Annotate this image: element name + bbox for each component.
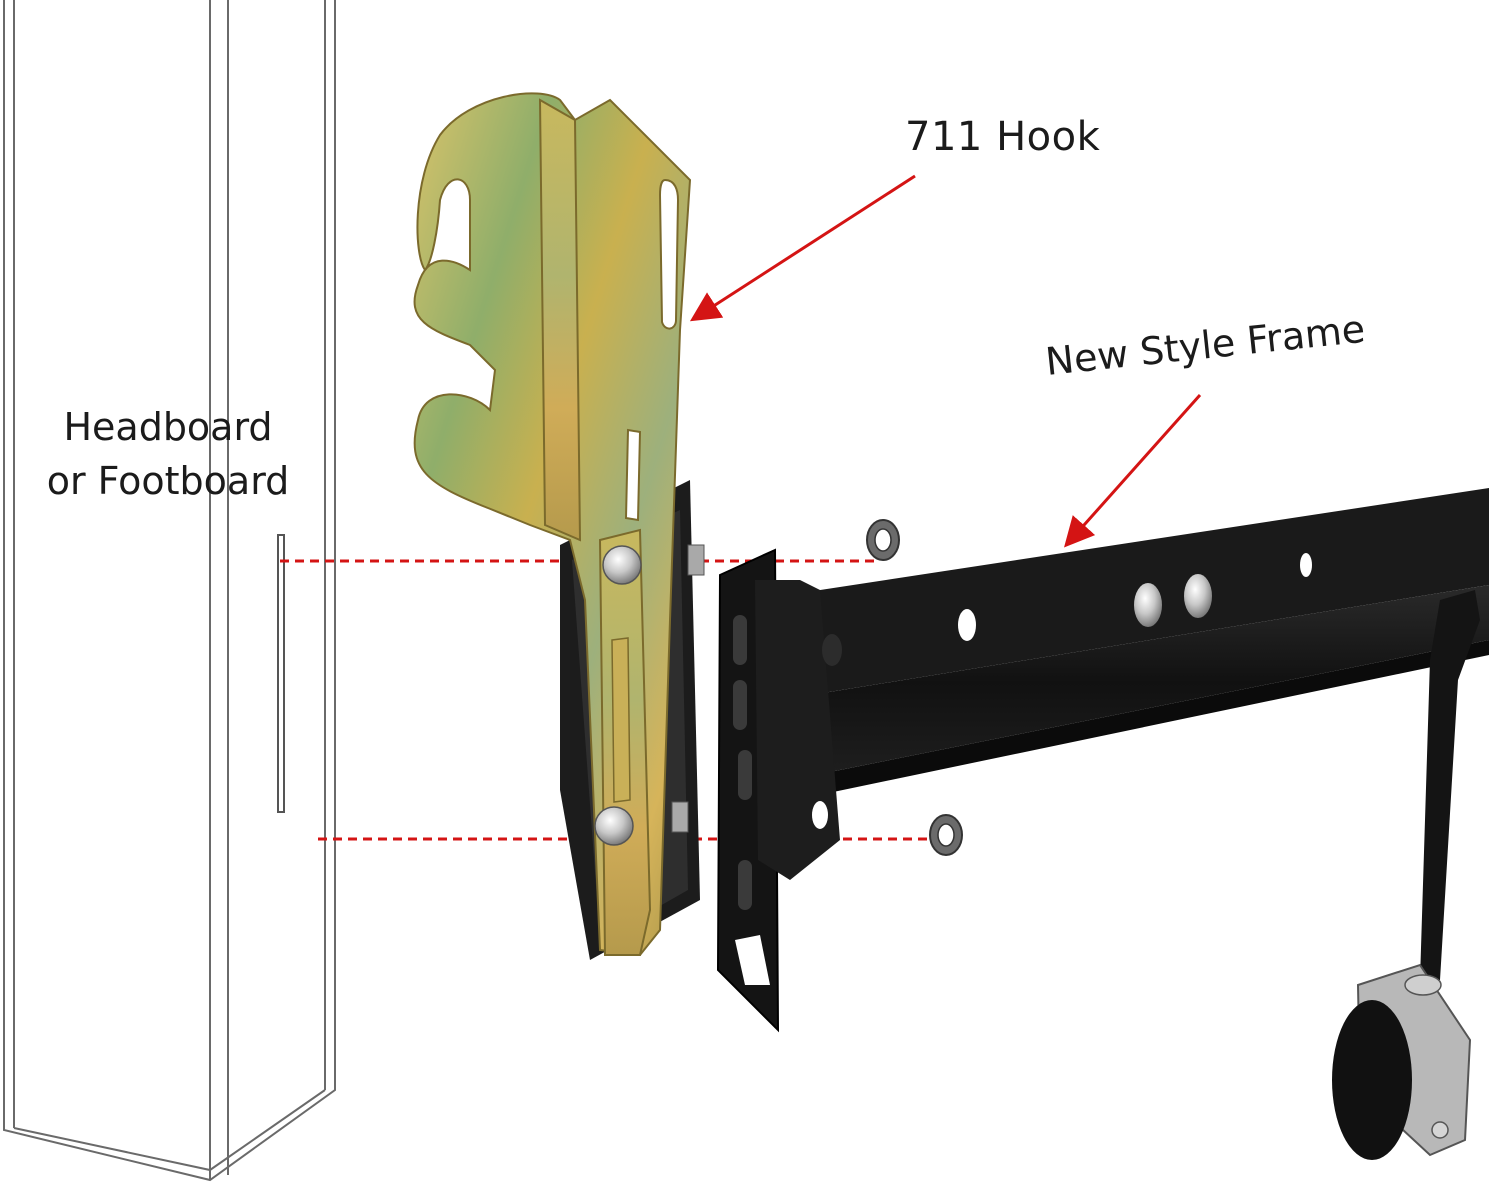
caster-wheel (1332, 963, 1472, 1160)
nut-bottom (929, 814, 963, 856)
hook-bolt-bottom (594, 801, 689, 846)
frame-callout-arrow (1064, 394, 1202, 548)
hook-label: 711 Hook (905, 114, 1101, 160)
nut-top (866, 519, 900, 561)
hook-bolt-top (602, 544, 705, 585)
post-slot (277, 534, 285, 813)
post-label-line-1: Headboard (63, 405, 273, 449)
hook-bracket (413, 92, 705, 960)
hook-callout-arrow (689, 174, 916, 322)
headboard-post (3, 0, 336, 1182)
frame-bolt-2 (1184, 574, 1212, 618)
post-label: Headboard or Footboard (38, 400, 298, 508)
bed-frame-rail (716, 488, 1489, 1160)
post-label-line-2: or Footboard (46, 459, 290, 503)
frame-caster-leg (1420, 590, 1480, 980)
frame-bolt-1 (1134, 583, 1162, 627)
